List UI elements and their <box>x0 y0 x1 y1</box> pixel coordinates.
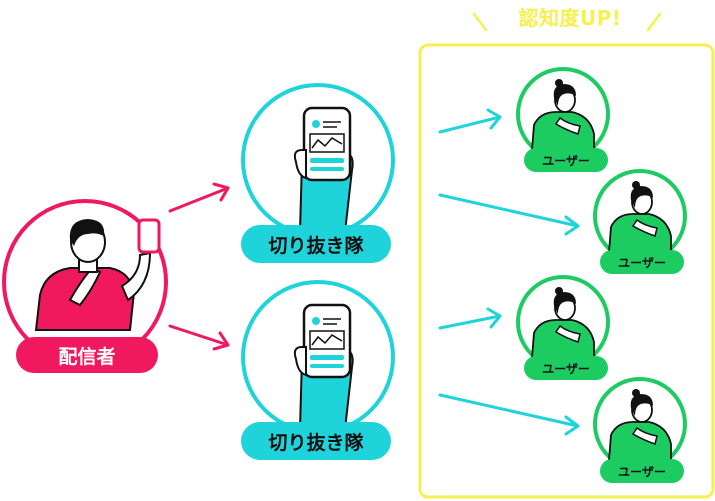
user-person-icon <box>608 181 672 253</box>
user-person-icon <box>531 287 595 359</box>
user-label-2: ユーザー <box>618 255 666 270</box>
user-label-4: ユーザー <box>618 464 666 479</box>
user-label-1: ユーザー <box>542 153 590 168</box>
hand-holding-phone-icon <box>293 303 354 430</box>
arrow-streamer-to-clipper-1 <box>168 182 230 213</box>
user-label-3: ユーザー <box>542 361 590 376</box>
clipper-pill-bg-1 <box>241 225 391 263</box>
user-node-4 <box>593 377 687 471</box>
arrow-clipper-2-to-user-4 <box>438 393 580 436</box>
clipper-label-1: 切り抜き隊 <box>268 234 364 257</box>
user-pill-bg-1 <box>524 148 608 172</box>
user-node-2 <box>593 169 687 263</box>
arrow-streamer-to-clipper-2 <box>168 324 230 351</box>
streamer-node <box>2 199 168 365</box>
user-node-3 <box>516 275 610 369</box>
arrow-clipper-1-to-user-1 <box>438 108 502 134</box>
headline-awareness-up: 認知度UP! <box>518 6 622 30</box>
user-group-highlight-box <box>418 43 715 499</box>
clipper-node-2 <box>241 280 395 434</box>
streamer-label: 配信者 <box>58 345 116 368</box>
streamer-person-icon <box>34 219 152 331</box>
clipper-node-1 <box>241 83 395 237</box>
user-person-icon <box>531 79 595 151</box>
headline-sparkle-icon <box>472 12 662 32</box>
user-person-icon <box>608 389 672 461</box>
streamer-phone-icon <box>137 218 161 254</box>
user-pill-bg-4 <box>600 459 684 483</box>
clipper-label-2: 切り抜き隊 <box>268 431 364 454</box>
arrow-clipper-2-to-user-3 <box>438 307 502 330</box>
user-node-1 <box>516 67 610 161</box>
clipper-pill-bg-2 <box>241 422 391 460</box>
streamer-pill-bg <box>16 337 158 373</box>
arrow-clipper-1-to-user-2 <box>438 193 580 236</box>
hand-holding-phone-icon <box>293 106 354 233</box>
user-pill-bg-3 <box>524 356 608 380</box>
user-pill-bg-2 <box>600 250 684 274</box>
